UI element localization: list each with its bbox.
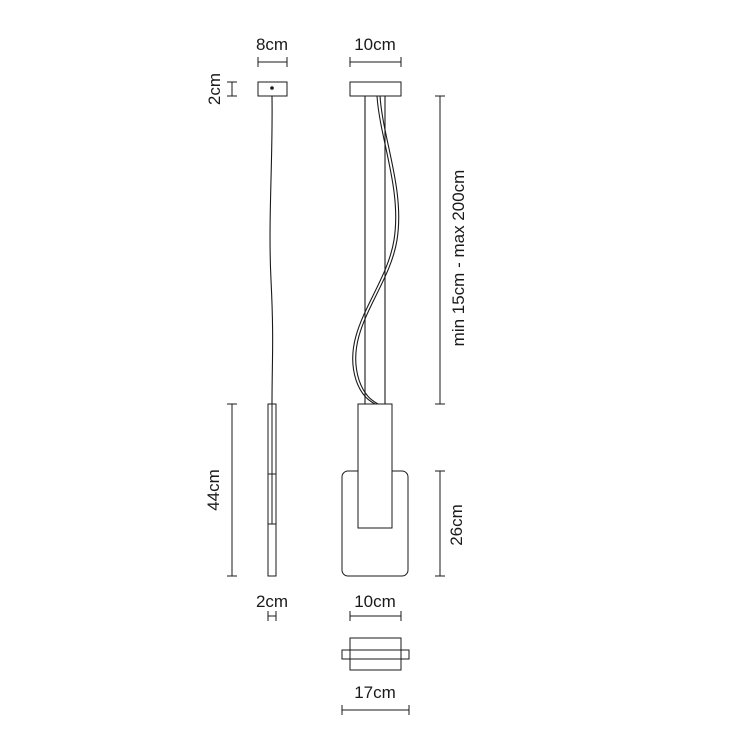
- side-body-depth-dimension: 2cm: [256, 592, 288, 621]
- top-plate-width-label: 17cm: [354, 683, 396, 702]
- front-lamp-body: [357, 403, 393, 529]
- front-diffuser-height-label: 26cm: [447, 504, 466, 546]
- canopy-height-label: 2cm: [205, 73, 224, 105]
- front-body-width-label: 10cm: [354, 592, 396, 611]
- front-canopy-width-dimension: 10cm: [349, 35, 402, 67]
- top-view: 10cm 17cm: [341, 592, 410, 715]
- side-suspension-cable: [269, 95, 274, 405]
- side-body-depth-label: 2cm: [256, 592, 288, 611]
- cable-length-dimension: min 15cm - max 200cm: [435, 95, 468, 405]
- side-canopy-width-label: 8cm: [256, 35, 288, 54]
- side-body-height-label: 44cm: [204, 469, 223, 511]
- front-body-width-dimension: 10cm: [349, 592, 402, 621]
- front-diffuser-height-dimension: 26cm: [435, 470, 466, 577]
- front-canopy: [349, 81, 402, 97]
- front-power-cable-outline: [355, 95, 400, 405]
- side-canopy-width-dimension: 8cm: [256, 35, 288, 67]
- top-plate-width-dimension: 17cm: [341, 683, 410, 715]
- side-body-height-dimension: 44cm: [204, 403, 237, 577]
- front-power-cable: [352, 95, 397, 405]
- side-view: 8cm 2cm 44cm 2cm: [204, 35, 288, 621]
- canopy-fixing-point: [270, 86, 274, 90]
- top-view-plate-inner: [349, 649, 402, 660]
- front-canopy-width-label: 10cm: [354, 35, 396, 54]
- front-view: 10cm min 15cm - max 200cm 26c: [341, 35, 468, 577]
- canopy-height-dimension: 2cm: [205, 73, 237, 105]
- cable-length-label: min 15cm - max 200cm: [449, 170, 468, 347]
